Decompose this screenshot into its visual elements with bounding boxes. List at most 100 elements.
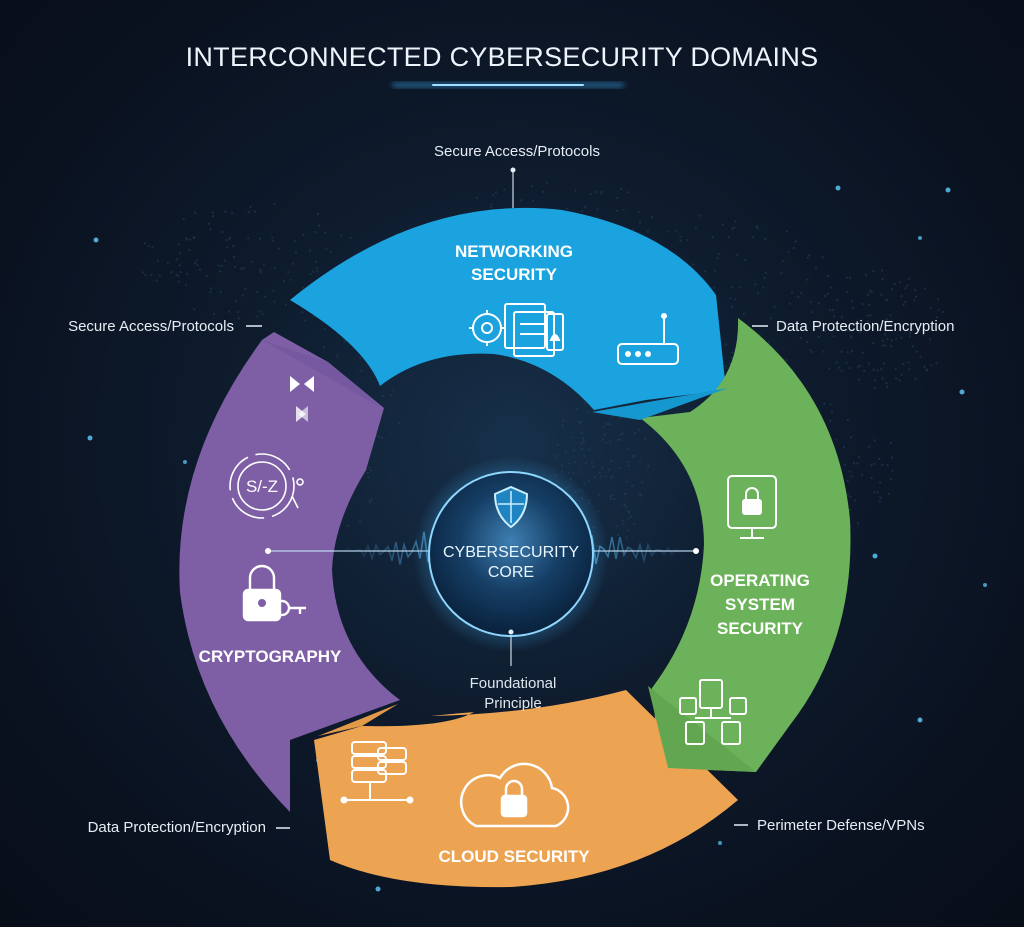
- map-dot: [256, 291, 259, 294]
- map-dot: [829, 403, 832, 406]
- map-dot: [259, 269, 262, 272]
- map-dot: [861, 473, 864, 477]
- map-dot: [913, 299, 916, 302]
- map-dot: [889, 441, 893, 445]
- map-dot: [704, 270, 707, 273]
- map-dot: [838, 366, 841, 369]
- map-dot: [675, 229, 678, 232]
- map-dot: [679, 235, 682, 238]
- map-dot: [359, 520, 362, 523]
- map-dot: [755, 225, 758, 228]
- map-dot: [189, 238, 192, 241]
- map-dot: [694, 227, 697, 230]
- map-dot: [228, 237, 231, 241]
- map-dot: [322, 346, 325, 349]
- core-label-line1: CYBERSECURITY: [443, 544, 579, 561]
- map-dot: [240, 267, 243, 270]
- core-label-line2: CORE: [488, 564, 534, 581]
- map-dot: [769, 317, 773, 320]
- map-dot: [367, 476, 370, 479]
- map-dot: [624, 493, 627, 496]
- map-dot: [561, 424, 564, 427]
- map-dot: [873, 439, 876, 442]
- map-dot: [894, 367, 897, 370]
- map-dot: [809, 348, 812, 352]
- map-dot: [315, 267, 318, 270]
- map-dot: [898, 379, 901, 382]
- map-dot: [878, 457, 881, 461]
- map-dot: [289, 278, 292, 281]
- map-dot: [625, 480, 628, 483]
- map-dot: [858, 331, 862, 334]
- map-dot: [325, 248, 328, 251]
- map-dot: [631, 484, 634, 487]
- os-label-line2: SYSTEM: [725, 595, 795, 614]
- map-dot: [870, 477, 873, 480]
- map-dot: [596, 208, 599, 211]
- map-dot: [936, 298, 940, 301]
- map-dot: [600, 192, 603, 195]
- map-dot: [170, 271, 173, 274]
- map-dot: [618, 466, 621, 470]
- map-dot: [744, 258, 747, 261]
- map-dot: [646, 230, 649, 233]
- map-dot: [520, 199, 523, 202]
- title-underline: [432, 84, 584, 86]
- map-dot: [911, 328, 914, 331]
- map-dot: [727, 236, 731, 239]
- map-dot: [178, 252, 181, 255]
- map-dot: [879, 328, 883, 331]
- map-dot: [764, 237, 767, 241]
- map-dot: [223, 259, 226, 262]
- map-dot: [895, 337, 898, 340]
- map-dot: [324, 231, 327, 234]
- map-dot: [611, 493, 615, 496]
- map-dot: [182, 217, 185, 221]
- map-dot: [785, 358, 788, 362]
- map-dot: [219, 291, 222, 294]
- map-dot: [632, 228, 635, 231]
- map-dot: [848, 470, 851, 473]
- map-dot: [579, 470, 583, 474]
- map-dot: [935, 316, 938, 319]
- map-dot: [178, 264, 181, 267]
- map-dot: [610, 460, 613, 463]
- map-dot: [914, 288, 917, 291]
- cryptography-label: CRYPTOGRAPHY: [199, 647, 342, 666]
- cloud-security-segment: [314, 690, 738, 888]
- map-dot: [261, 313, 264, 316]
- map-dot: [609, 497, 613, 500]
- map-dot: [858, 378, 861, 381]
- map-dot: [904, 287, 907, 290]
- map-dot: [627, 191, 630, 194]
- map-dot: [263, 295, 267, 298]
- map-dot: [249, 205, 252, 208]
- map-dot: [873, 491, 876, 494]
- map-dot: [902, 303, 905, 306]
- map-dot: [490, 203, 493, 206]
- networking-label-line1: NETWORKING: [455, 242, 573, 261]
- map-dot: [861, 303, 864, 306]
- map-dot: [626, 447, 630, 450]
- map-dot: [232, 255, 235, 258]
- map-dot: [198, 268, 202, 271]
- map-dot: [584, 205, 587, 208]
- map-dot: [302, 233, 305, 236]
- map-dot: [902, 363, 905, 366]
- map-dot: [564, 451, 567, 454]
- map-dot: [904, 301, 907, 304]
- map-dot: [304, 319, 307, 322]
- map-dot: [619, 433, 623, 436]
- map-dot: [908, 277, 911, 280]
- map-dot: [283, 280, 286, 283]
- map-dot: [151, 246, 154, 249]
- map-dot: [503, 188, 506, 191]
- map-dot: [492, 194, 495, 197]
- map-dot: [857, 456, 861, 459]
- map-dot: [293, 240, 297, 243]
- os-label-line3: SECURITY: [717, 619, 804, 638]
- map-dot: [166, 261, 169, 264]
- map-dot: [823, 294, 827, 297]
- map-dot: [876, 369, 879, 372]
- map-dot: [908, 335, 911, 338]
